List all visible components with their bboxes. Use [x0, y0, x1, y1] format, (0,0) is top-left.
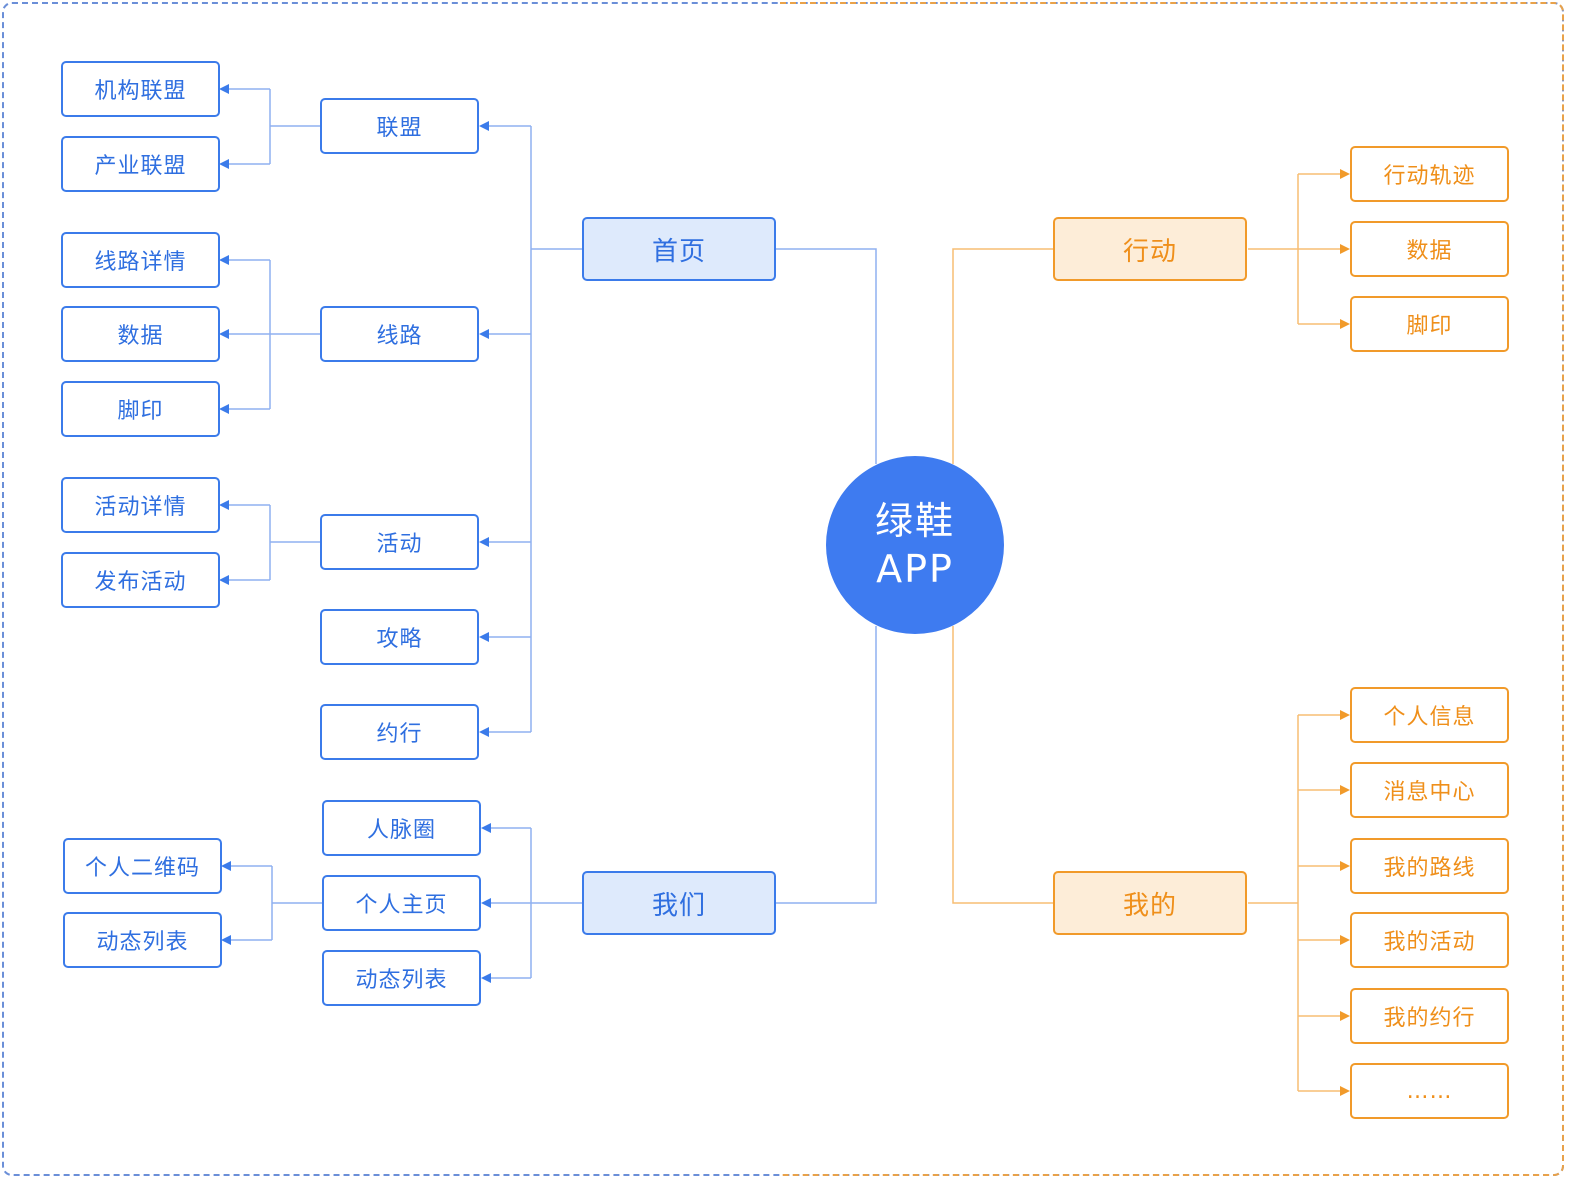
node-mine[interactable]: 我的: [1053, 871, 1247, 935]
node-personal-info[interactable]: 个人信息: [1350, 687, 1509, 743]
node-action-track[interactable]: 行动轨迹: [1350, 146, 1509, 202]
node-more[interactable]: ……: [1350, 1063, 1509, 1119]
node-my-routes[interactable]: 我的路线: [1350, 838, 1509, 894]
node-meetup[interactable]: 约行: [320, 704, 479, 760]
node-org-alliance[interactable]: 机构联盟: [61, 61, 220, 117]
node-activity-detail[interactable]: 活动详情: [61, 477, 220, 533]
node-route-footprint[interactable]: 脚印: [61, 381, 220, 437]
node-alliance[interactable]: 联盟: [320, 98, 479, 154]
node-network[interactable]: 人脉圈: [322, 800, 481, 856]
node-my-activities[interactable]: 我的活动: [1350, 912, 1509, 968]
node-action-data[interactable]: 数据: [1350, 221, 1509, 277]
link-center-mine: [952, 626, 1053, 904]
node-activity[interactable]: 活动: [320, 514, 479, 570]
center-subtitle: APP: [876, 547, 954, 591]
node-industry-alliance[interactable]: 产业联盟: [61, 136, 220, 192]
node-action[interactable]: 行动: [1053, 217, 1247, 281]
node-action-footprint[interactable]: 脚印: [1350, 296, 1509, 352]
node-qrcode[interactable]: 个人二维码: [63, 838, 222, 894]
node-my-meetups[interactable]: 我的约行: [1350, 988, 1509, 1044]
node-message-center[interactable]: 消息中心: [1350, 762, 1509, 818]
node-home[interactable]: 首页: [582, 217, 776, 281]
center-node-app[interactable]: 绿鞋 APP: [826, 456, 1004, 634]
link-center-action: [952, 248, 1053, 464]
link-center-us: [776, 626, 877, 904]
node-publish-activity[interactable]: 发布活动: [61, 552, 220, 608]
node-profile-feed[interactable]: 动态列表: [63, 912, 222, 968]
node-us[interactable]: 我们: [582, 871, 776, 935]
node-feed[interactable]: 动态列表: [322, 950, 481, 1006]
node-profile[interactable]: 个人主页: [322, 875, 481, 931]
link-center-home: [776, 248, 877, 464]
center-title: 绿鞋: [874, 499, 955, 543]
node-guide[interactable]: 攻略: [320, 609, 479, 665]
orange-dashed-frame: [780, 2, 1564, 1176]
node-route[interactable]: 线路: [320, 306, 479, 362]
node-route-data[interactable]: 数据: [61, 306, 220, 362]
node-route-detail[interactable]: 线路详情: [61, 232, 220, 288]
